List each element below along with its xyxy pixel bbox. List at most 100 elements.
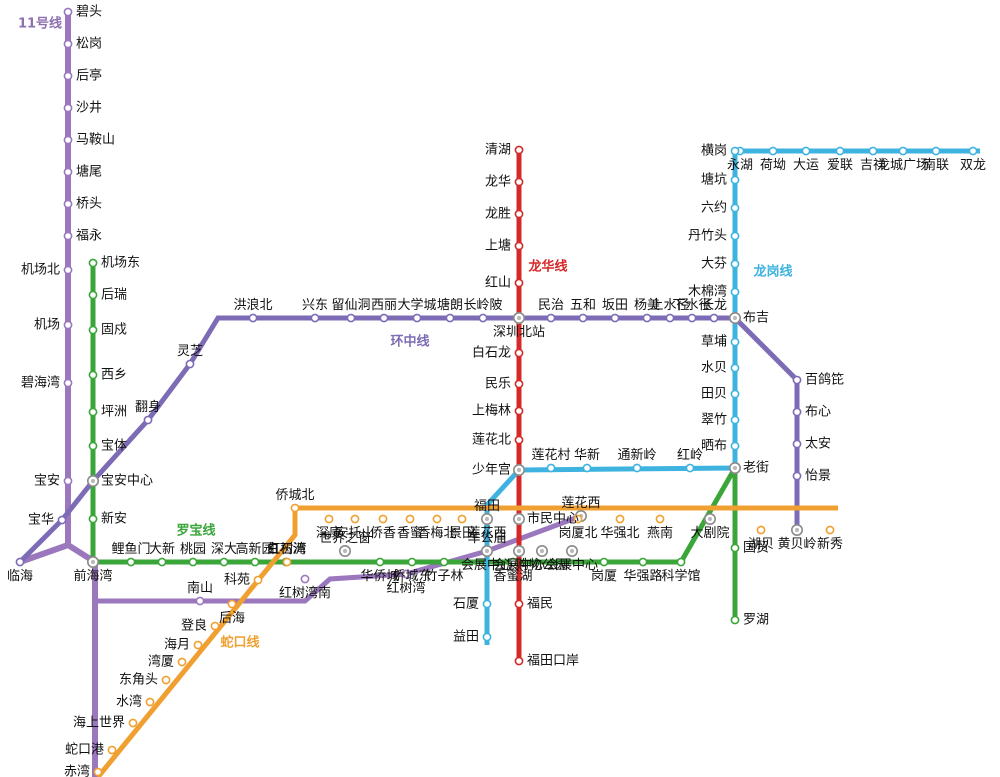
station-label[interactable]: 侨香: [369, 526, 397, 541]
station-label[interactable]: 海上世界: [72, 715, 125, 731]
station-label[interactable]: 莲花村: [531, 448, 571, 463]
station-marker[interactable]: [573, 514, 583, 524]
station-label[interactable]: 侨城北: [275, 488, 315, 503]
station-label[interactable]: 岗厦: [590, 569, 618, 584]
station-label[interactable]: 松岗: [76, 36, 103, 52]
station-label[interactable]: 碧头: [76, 4, 103, 20]
station-label[interactable]: 罗湖: [743, 612, 770, 628]
station-label[interactable]: 布心: [805, 404, 832, 420]
station-marker[interactable]: [730, 146, 740, 156]
station-label[interactable]: 荷坳: [759, 158, 787, 173]
station-label[interactable]: 岗厦北: [558, 526, 598, 541]
station-label[interactable]: 长龙: [700, 298, 728, 313]
station-label[interactable]: 市民中心: [527, 511, 580, 527]
station-label[interactable]: 双龙: [959, 158, 987, 173]
station-marker[interactable]: [88, 407, 98, 417]
station-label[interactable]: 大新: [148, 542, 176, 557]
station-label[interactable]: 华强北: [600, 526, 640, 541]
station-label[interactable]: 长岭陂: [463, 298, 503, 313]
station-label[interactable]: 白石龙: [471, 345, 511, 361]
station-marker[interactable]: [405, 514, 415, 524]
station-label[interactable]: 湾厦: [147, 654, 174, 670]
station-label[interactable]: 大运: [792, 158, 820, 173]
station-marker[interactable]: [508, 557, 518, 567]
station-label[interactable]: 通新岭: [617, 448, 657, 463]
station-label[interactable]: 民乐: [484, 376, 511, 392]
interchange-station-marker[interactable]: [512, 512, 525, 525]
station-marker[interactable]: [346, 313, 356, 323]
station-marker[interactable]: [210, 621, 220, 631]
station-marker[interactable]: [514, 379, 524, 389]
station-marker[interactable]: [638, 557, 648, 567]
station-marker[interactable]: [248, 313, 258, 323]
station-label[interactable]: 太安: [805, 436, 832, 452]
station-label[interactable]: 黄贝岭: [777, 537, 817, 552]
station-marker[interactable]: [546, 313, 556, 323]
station-marker[interactable]: [63, 320, 73, 330]
station-marker[interactable]: [378, 514, 388, 524]
station-label[interactable]: 沙井: [76, 100, 103, 116]
station-label[interactable]: 水贝: [700, 360, 727, 376]
station-marker[interactable]: [730, 231, 740, 241]
station-label[interactable]: 塘朗: [436, 298, 464, 313]
station-marker[interactable]: [63, 231, 73, 241]
station-marker[interactable]: [687, 313, 697, 323]
station-label[interactable]: 杨美: [633, 298, 661, 313]
station-marker[interactable]: [375, 557, 385, 567]
station-marker[interactable]: [310, 313, 320, 323]
station-label[interactable]: 科苑: [223, 572, 250, 588]
station-label[interactable]: 桥头: [76, 196, 103, 212]
station-marker[interactable]: [63, 103, 73, 113]
station-label[interactable]: 购物公园: [515, 558, 569, 573]
station-label[interactable]: 灵芝: [176, 344, 204, 359]
station-marker[interactable]: [88, 325, 98, 335]
station-label[interactable]: 上梅林: [471, 403, 511, 419]
station-label[interactable]: 洪浪北: [233, 298, 273, 313]
station-label[interactable]: 科学馆: [661, 569, 701, 584]
station-label[interactable]: 福田口岸: [527, 653, 580, 669]
station-label[interactable]: 大芬: [700, 256, 727, 272]
interchange-station-marker[interactable]: [512, 463, 525, 476]
station-label[interactable]: 莲花西: [561, 496, 601, 511]
station-label[interactable]: 龙华: [484, 174, 511, 190]
station-marker[interactable]: [15, 557, 25, 567]
station-label[interactable]: 永湖: [726, 158, 754, 173]
station-label[interactable]: 海月: [163, 637, 190, 653]
station-label[interactable]: 宝安中心: [101, 473, 154, 489]
station-marker[interactable]: [931, 146, 941, 156]
station-marker[interactable]: [730, 389, 740, 399]
station-label[interactable]: 香蜜湖: [493, 569, 533, 584]
station-label[interactable]: 会展中心: [460, 558, 514, 573]
station-marker[interactable]: [730, 441, 740, 451]
station-label[interactable]: 下水径: [672, 298, 712, 313]
station-marker[interactable]: [730, 615, 740, 625]
station-label[interactable]: 华新: [573, 448, 601, 463]
station-label[interactable]: 布吉: [743, 310, 770, 326]
station-label[interactable]: 华侨城: [360, 569, 400, 584]
station-label[interactable]: 宝体: [101, 438, 128, 454]
station-label[interactable]: 竹子林: [424, 569, 464, 584]
station-label[interactable]: 马鞍山: [76, 132, 116, 148]
station-label[interactable]: 兴东: [301, 298, 329, 313]
station-marker[interactable]: [514, 177, 524, 187]
station-marker[interactable]: [582, 463, 592, 473]
station-marker[interactable]: [445, 313, 455, 323]
station-label[interactable]: 福永: [76, 228, 103, 244]
station-marker[interactable]: [253, 575, 263, 585]
station-label[interactable]: 红树湾: [386, 581, 426, 596]
station-marker[interactable]: [88, 514, 98, 524]
station-marker[interactable]: [143, 415, 153, 425]
station-label[interactable]: 景田: [448, 526, 476, 541]
interchange-station-marker[interactable]: [790, 523, 803, 536]
station-label[interactable]: 新秀: [816, 537, 844, 552]
interchange-station-marker[interactable]: [480, 512, 493, 525]
station-marker[interactable]: [792, 375, 802, 385]
station-label[interactable]: 侨城东: [392, 569, 432, 584]
interchange-station-marker[interactable]: [480, 544, 493, 557]
station-marker[interactable]: [756, 525, 766, 535]
station-label[interactable]: 龙胜: [484, 206, 511, 222]
station-label[interactable]: 福田: [473, 499, 501, 514]
station-marker[interactable]: [63, 7, 73, 17]
interchange-station-marker[interactable]: [703, 512, 716, 525]
station-label[interactable]: 南联: [922, 158, 950, 173]
